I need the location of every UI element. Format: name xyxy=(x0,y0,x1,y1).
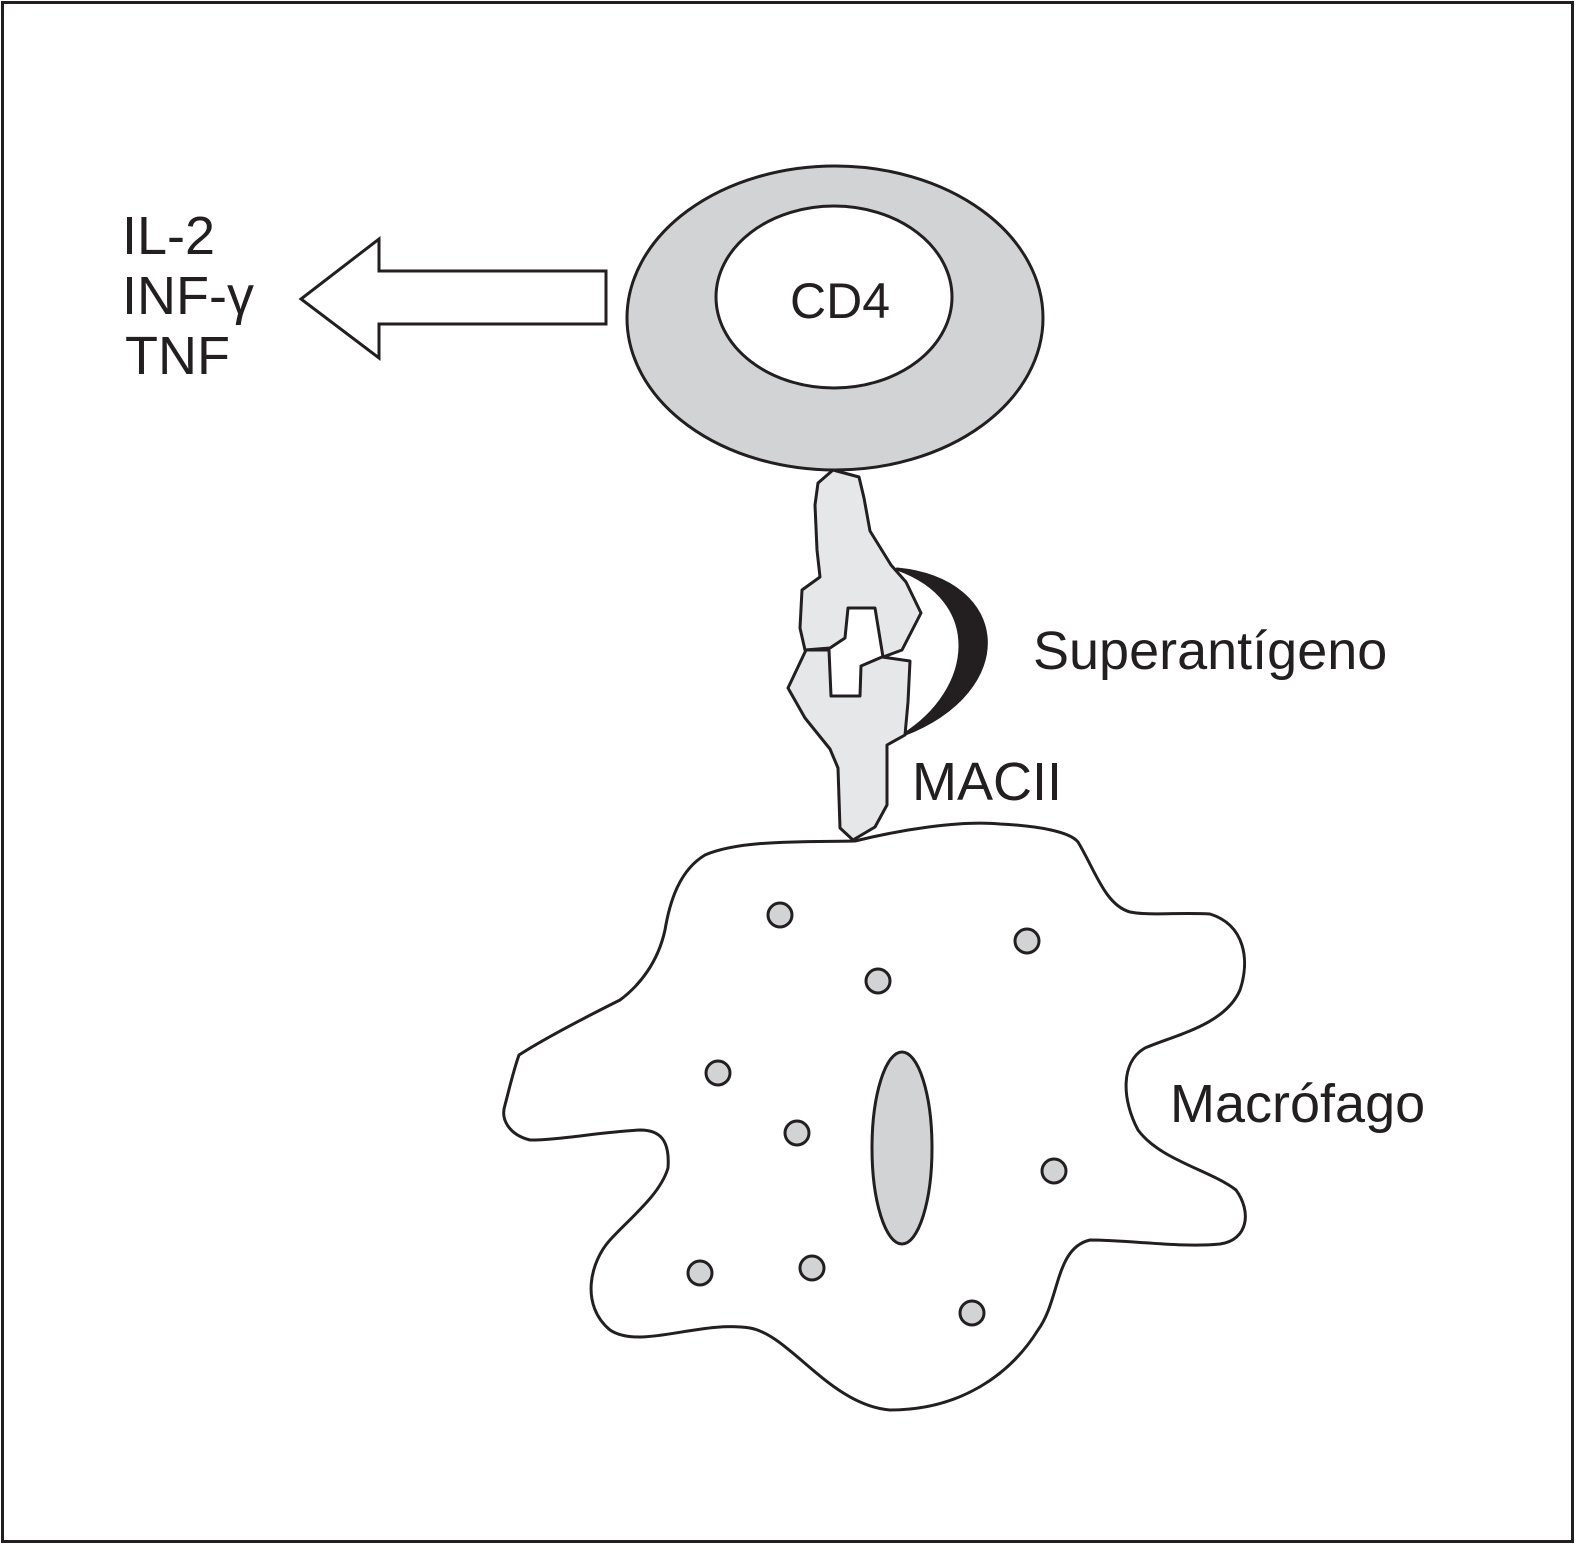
macrophage-cell xyxy=(502,821,1247,1412)
superantigen-label: Superantígeno xyxy=(1033,621,1387,681)
macrophage-granule xyxy=(1040,1157,1068,1185)
macrophage-label: Macrófago xyxy=(1170,1074,1425,1134)
cytokine-release-arrow xyxy=(298,235,608,362)
macrophage-granule xyxy=(783,1119,811,1147)
macrophage-granule xyxy=(686,1259,714,1287)
mhc-class-ii-label: MACII xyxy=(912,752,1062,812)
cd4-t-cell: CD4 xyxy=(625,164,1045,472)
macrophage-granule xyxy=(958,1299,986,1327)
macrophage-granule xyxy=(766,901,794,929)
macrophage-granule xyxy=(704,1059,732,1087)
t-cell-receptor xyxy=(798,468,923,659)
cytokine-label-il2: IL-2 xyxy=(122,206,215,266)
macrophage-granule xyxy=(798,1254,826,1282)
cd4-cell-nucleus xyxy=(714,204,954,390)
cytokine-label-inf-gamma: INF-γ xyxy=(122,266,254,326)
macrophage-nucleus xyxy=(870,1050,934,1246)
macrophage-granule xyxy=(1013,927,1041,955)
cytokine-label-tnf: TNF xyxy=(125,326,230,386)
cd4-label: CD4 xyxy=(790,273,890,329)
mhc-class-ii-molecule xyxy=(786,648,912,842)
macrophage-granule xyxy=(864,967,892,995)
